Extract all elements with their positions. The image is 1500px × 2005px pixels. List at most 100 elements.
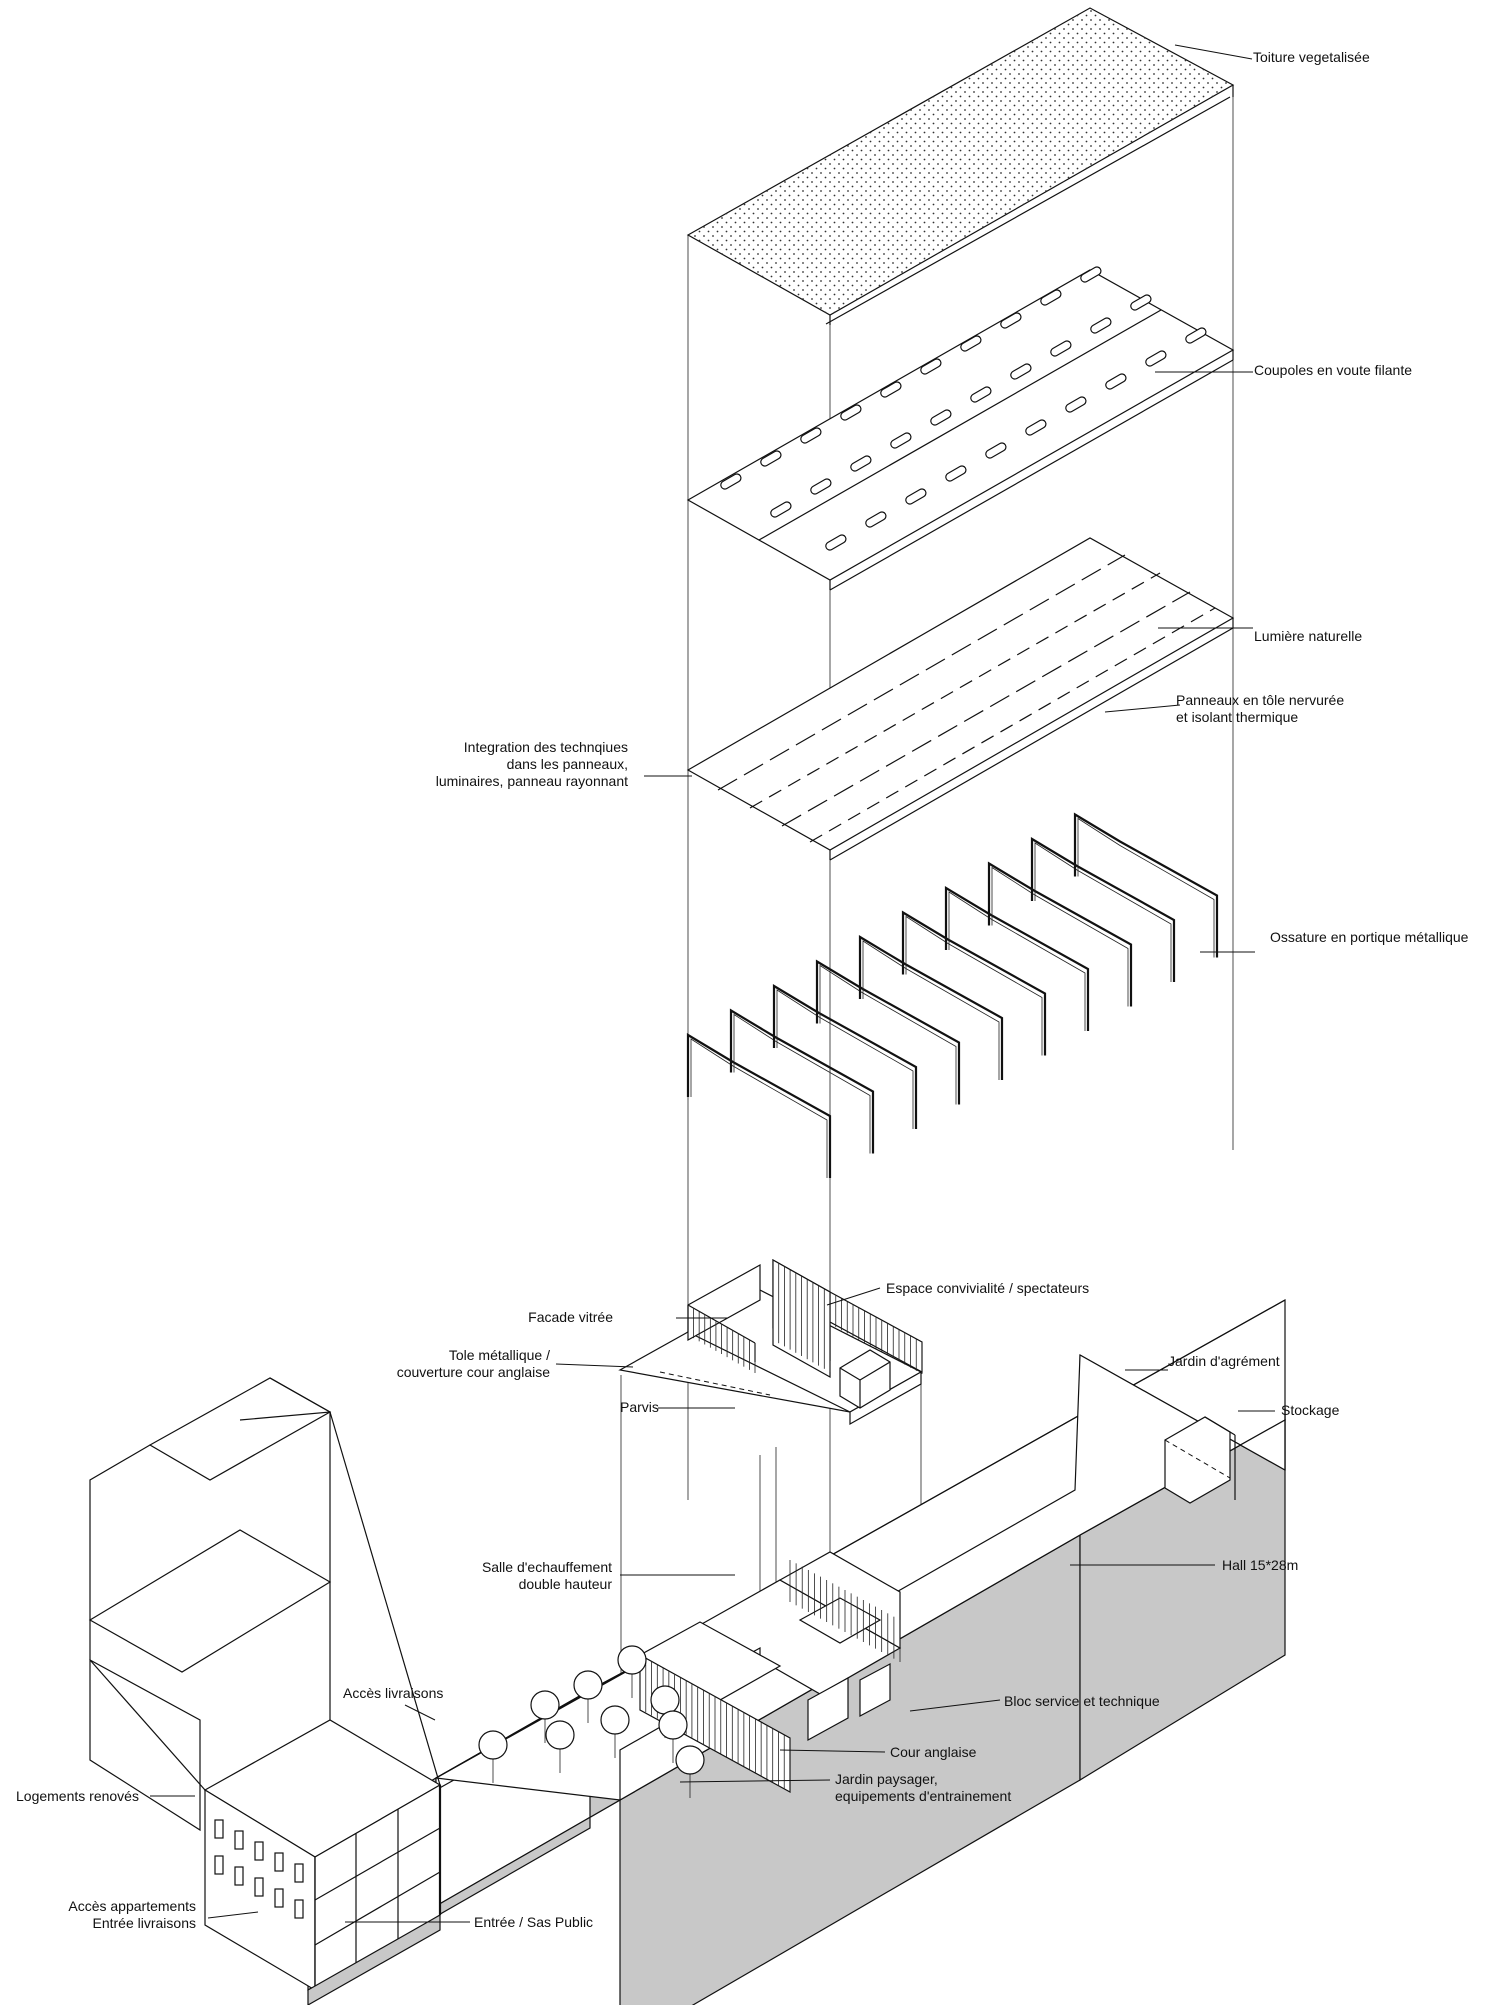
portal-frame — [772, 984, 918, 1129]
portal-frame-inner — [1034, 842, 1172, 982]
label-tole-1: Tole métallique / — [449, 1347, 550, 1363]
tree-crown — [617, 1645, 647, 1675]
window — [274, 1852, 284, 1872]
courtyard-trees — [478, 1645, 705, 1798]
label-parvis: Parvis — [620, 1399, 659, 1415]
label-integration-2: dans les panneaux, — [507, 756, 628, 772]
skylight-dome — [1025, 419, 1047, 436]
skylight-dome — [960, 335, 982, 352]
portal-frame — [901, 910, 1047, 1056]
skylight-dome — [825, 534, 847, 551]
skylight-dome — [945, 465, 967, 482]
label-hall: Hall 15*28m — [1222, 1557, 1298, 1573]
label-salle-1: Salle d'echauffement — [482, 1559, 612, 1575]
skylight-dome — [1130, 294, 1152, 311]
label-bloc: Bloc service et technique — [1004, 1693, 1160, 1709]
label-integration-3: luminaires, panneau rayonnant — [436, 773, 628, 789]
skylight-dome — [985, 442, 1007, 459]
portal-frame — [729, 1008, 875, 1154]
portal-frame-inner — [905, 915, 1043, 1056]
portal-frame-inner — [948, 891, 1086, 1031]
tree-crown — [650, 1685, 680, 1715]
window — [214, 1819, 224, 1839]
portal-frame-inner — [1077, 817, 1215, 958]
portal-frame-inner — [690, 1038, 828, 1178]
skylight-dome — [760, 450, 782, 467]
label-panneaux-1: Panneaux en tôle nervurée — [1176, 692, 1344, 708]
tree-crown — [545, 1720, 575, 1750]
service-block — [638, 1551, 902, 1794]
renovated-housing — [88, 1377, 442, 2005]
portal-frame — [858, 935, 1004, 1080]
skylight-dome — [1080, 266, 1102, 283]
label-coupoles: Coupoles en voute filante — [1254, 362, 1412, 378]
label-tole-2: couverture cour anglaise — [397, 1364, 551, 1380]
tree-crown — [600, 1705, 630, 1735]
portal-frame — [815, 959, 961, 1105]
tree-crown — [675, 1745, 705, 1775]
light-strip — [749, 572, 1161, 809]
building-windows — [214, 1819, 304, 1919]
label-jardin-agrement: Jardin d'agrément — [1168, 1353, 1280, 1369]
skylight-dome — [880, 381, 902, 398]
label-integration-1: Integration des technqiues — [464, 739, 628, 755]
annotations: Toiture vegetalisée Coupoles en voute fi… — [16, 49, 1469, 1931]
skylight-dome — [810, 478, 832, 495]
light-strip — [809, 607, 1216, 843]
leader-lines — [150, 44, 1275, 1923]
label-espace: Espace convivialité / spectateurs — [886, 1280, 1089, 1296]
label-logements: Logements renovés — [16, 1788, 139, 1804]
tree-crown — [658, 1710, 688, 1740]
skylight-dome — [720, 473, 742, 490]
window — [234, 1830, 244, 1850]
skylight-dome — [930, 409, 952, 426]
label-jardin-paysager-2: equipements d'entrainement — [835, 1788, 1011, 1804]
skylight-dome — [1065, 396, 1087, 413]
portal-frame-inner — [776, 989, 914, 1129]
portal-frame — [1030, 837, 1176, 982]
skylight-dome — [970, 386, 992, 403]
green-roof-layer — [686, 7, 1235, 325]
mezzanine-layer — [618, 1258, 923, 1426]
label-acces-livraisons: Accès livraisons — [343, 1685, 443, 1701]
portal-frame-inner — [862, 940, 1000, 1080]
light-strip — [717, 554, 1126, 791]
light-strips — [717, 554, 1216, 843]
window — [294, 1863, 304, 1883]
skylight-dome — [840, 404, 862, 421]
light-strip — [781, 591, 1191, 827]
label-acces-appart-2: Entrée livraisons — [93, 1915, 197, 1931]
portal-frame-inner — [733, 1013, 871, 1154]
skylight-dome — [1040, 289, 1062, 306]
portal-frame — [944, 886, 1090, 1031]
portal-frame — [1073, 812, 1219, 958]
skylight-dome — [1185, 327, 1207, 344]
skylight-dome — [905, 488, 927, 505]
window — [294, 1899, 304, 1919]
window — [234, 1866, 244, 1886]
label-lumiere: Lumière naturelle — [1254, 628, 1362, 644]
label-ossature: Ossature en portique métallique — [1270, 929, 1469, 945]
label-stockage: Stockage — [1281, 1402, 1340, 1418]
skylight-dome — [865, 511, 887, 528]
skylight-dome — [1145, 350, 1167, 367]
skylight-dome — [850, 455, 872, 472]
portal-frame — [686, 1033, 832, 1178]
label-facade: Facade vitrée — [528, 1309, 613, 1325]
window — [214, 1855, 224, 1875]
label-panneaux-2: et isolant thermique — [1176, 709, 1298, 725]
tree-crown — [530, 1690, 560, 1720]
label-salle-2: double hauteur — [519, 1576, 613, 1592]
portal-frame-inner — [819, 964, 957, 1105]
skylight-dome — [920, 358, 942, 375]
window — [254, 1877, 264, 1897]
window — [254, 1841, 264, 1861]
window — [274, 1888, 284, 1908]
skylight-domes — [720, 266, 1207, 551]
label-cour: Cour anglaise — [890, 1744, 977, 1760]
skylight-dome — [1090, 317, 1112, 334]
label-toiture: Toiture vegetalisée — [1253, 49, 1370, 65]
skylight-layer — [686, 266, 1235, 591]
tree-crown — [478, 1730, 508, 1760]
